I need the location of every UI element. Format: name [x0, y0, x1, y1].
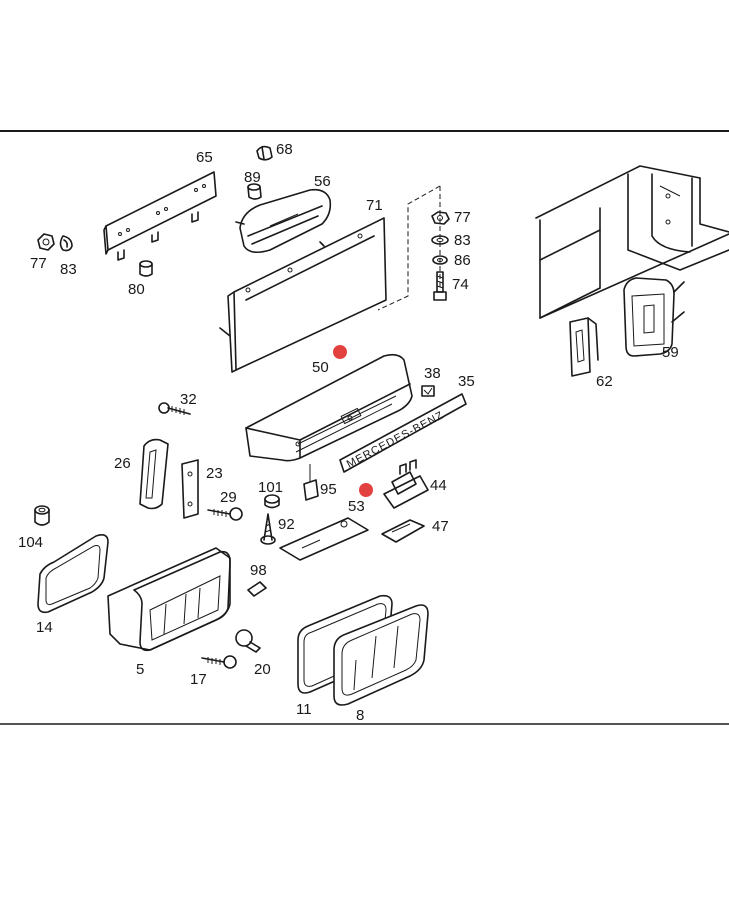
part-101-grommet[interactable] [264, 494, 280, 509]
label-47[interactable]: 47 [432, 518, 449, 535]
label-95[interactable]: 95 [320, 481, 337, 498]
part-53-lens[interactable] [279, 517, 369, 561]
label-8[interactable]: 8 [356, 707, 364, 724]
part-47-cover[interactable] [381, 519, 425, 543]
part-77-nut-left[interactable] [37, 233, 55, 251]
label-62[interactable]: 62 [596, 373, 613, 390]
label-71[interactable]: 71 [366, 197, 383, 214]
label-26[interactable]: 26 [114, 455, 131, 472]
emblem-text: MERCEDES-BENZ [345, 409, 446, 470]
part-98-bulb[interactable] [247, 581, 267, 597]
label-11[interactable]: 11 [296, 701, 312, 718]
label-65[interactable]: 65 [196, 149, 213, 166]
part-29-screw[interactable] [207, 507, 243, 521]
part-8-tail-lens[interactable] [333, 604, 429, 706]
label-5[interactable]: 5 [136, 661, 144, 678]
part-44-switch[interactable] [383, 459, 429, 509]
hotspot-marker-50[interactable] [333, 345, 347, 359]
part-20-bulb[interactable] [235, 629, 261, 653]
part-56-lamp-housing[interactable] [235, 188, 332, 254]
part-83-washer-left[interactable] [59, 235, 73, 252]
label-86[interactable]: 86 [454, 252, 471, 269]
label-44[interactable]: 44 [430, 477, 447, 494]
label-92[interactable]: 92 [278, 516, 295, 533]
part-104-grommet[interactable] [34, 505, 50, 526]
part-32-screw[interactable] [158, 402, 191, 415]
label-59[interactable]: 59 [662, 344, 679, 361]
label-35[interactable]: 35 [458, 373, 475, 390]
part-38-clip[interactable] [421, 385, 435, 397]
label-50[interactable]: 50 [312, 359, 329, 376]
part-86-washer[interactable] [432, 255, 448, 265]
label-23[interactable]: 23 [206, 465, 223, 482]
label-56[interactable]: 56 [314, 173, 331, 190]
vehicle-body-section [535, 165, 729, 319]
label-68[interactable]: 68 [276, 141, 293, 158]
part-71-license-panel[interactable] [219, 217, 387, 373]
label-104[interactable]: 104 [18, 534, 43, 551]
part-5-tail-lamp-housing[interactable] [107, 547, 231, 652]
label-77-right[interactable]: 77 [454, 209, 471, 226]
label-77-left[interactable]: 77 [30, 255, 47, 272]
part-95-socket[interactable] [303, 464, 319, 501]
part-35-emblem[interactable]: MERCEDES-BENZ [339, 393, 467, 473]
label-32[interactable]: 32 [180, 391, 197, 408]
part-65-mounting-strip[interactable] [103, 171, 217, 261]
part-62-bracket[interactable] [569, 317, 599, 377]
label-20[interactable]: 20 [254, 661, 271, 678]
part-26-gasket[interactable] [139, 438, 169, 510]
label-98[interactable]: 98 [250, 562, 267, 579]
label-38[interactable]: 38 [424, 365, 441, 382]
leader-line-hardware [377, 185, 441, 311]
label-14[interactable]: 14 [36, 619, 53, 636]
label-53[interactable]: 53 [348, 498, 365, 515]
part-89-plug[interactable] [247, 183, 262, 200]
part-14-gasket[interactable] [37, 534, 109, 614]
part-74-bolt[interactable] [433, 271, 447, 301]
label-89[interactable]: 89 [244, 169, 261, 186]
part-17-screw[interactable] [201, 655, 237, 669]
label-80[interactable]: 80 [128, 281, 145, 298]
part-77-nut-right[interactable] [431, 211, 450, 225]
part-83-washer-right[interactable] [431, 235, 449, 245]
part-80-plug[interactable] [139, 260, 153, 277]
part-50-license-lamp-body[interactable] [245, 353, 413, 462]
part-59-lamp-bracket[interactable] [623, 277, 685, 357]
label-83-right[interactable]: 83 [454, 232, 471, 249]
label-101[interactable]: 101 [258, 479, 283, 496]
part-68-clip[interactable] [256, 145, 273, 161]
label-29[interactable]: 29 [220, 489, 237, 506]
label-74[interactable]: 74 [452, 276, 469, 293]
hotspot-marker-53[interactable] [359, 483, 373, 497]
label-17[interactable]: 17 [190, 671, 207, 688]
label-83-left[interactable]: 83 [60, 261, 77, 278]
part-92-screw[interactable] [260, 513, 276, 545]
part-23-plate[interactable] [181, 459, 199, 519]
